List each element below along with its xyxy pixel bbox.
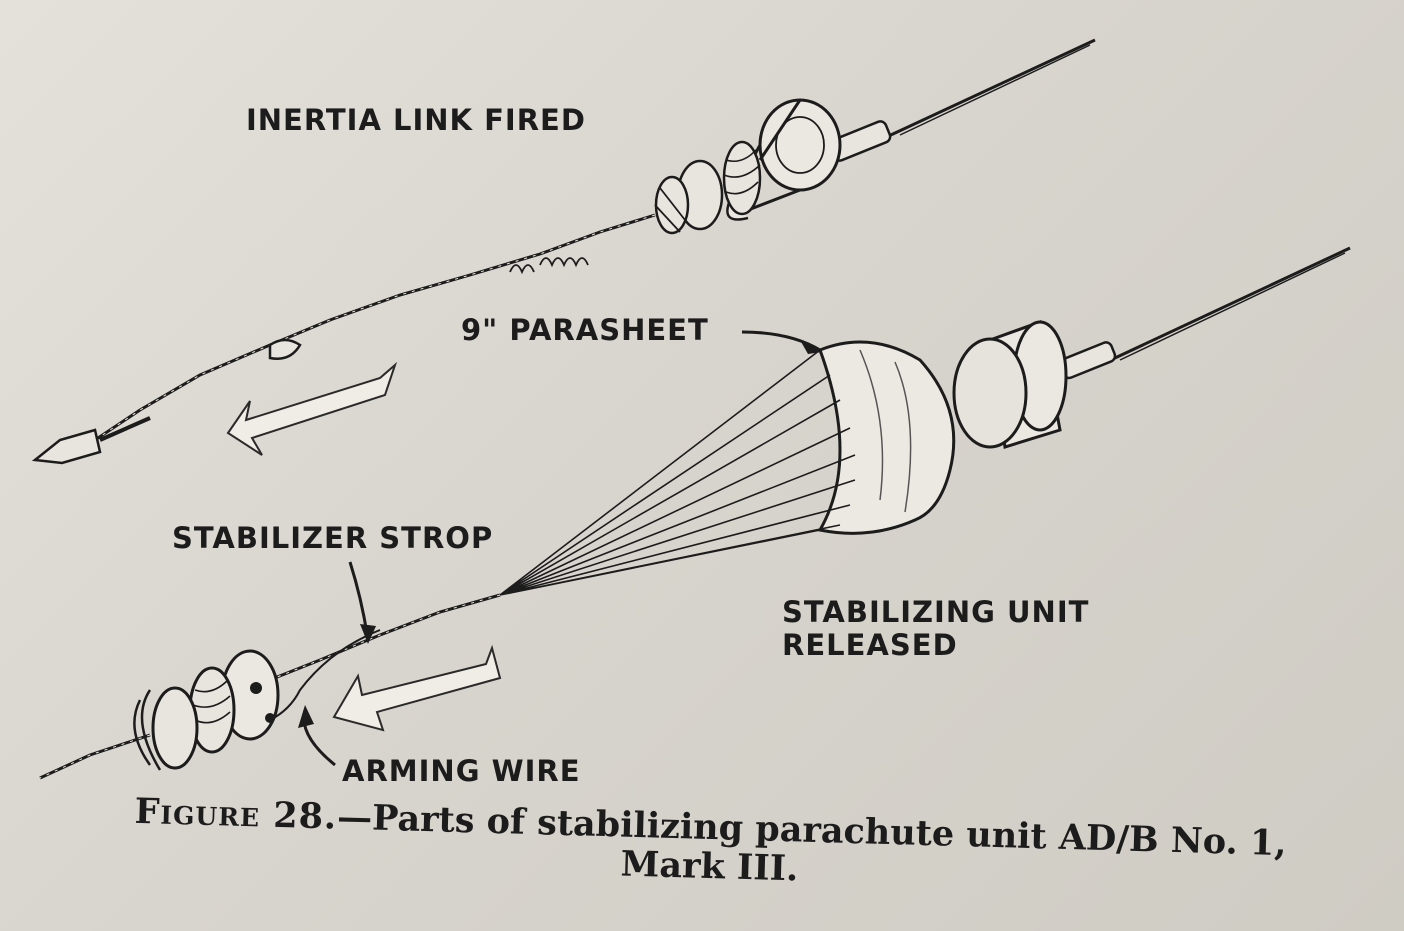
- label-stabilizing-unit-line1: STABILIZING UNIT: [782, 595, 1090, 629]
- stabilizer-strop-cable: [261, 593, 501, 721]
- parachute-unit-diagram: [31, 38, 1351, 780]
- label-stabilizing-unit-line2: RELEASED: [782, 628, 958, 663]
- label-inertia-link: INERTIA LINK FIRED: [246, 103, 586, 137]
- figure-caption: Figure 28.—Parts of stabilizing parachut…: [39, 789, 1381, 905]
- label-arming-wire: ARMING WIRE: [342, 754, 581, 788]
- label-stabilizing-unit: STABILIZING UNIT RELEASED: [782, 595, 1090, 663]
- parachute-canopy: [499, 340, 956, 596]
- caption-figure-number: Figure 28.: [134, 790, 338, 838]
- label-parasheet: 9" PARASHEET: [461, 313, 709, 347]
- label-stabilizer-strop: STABILIZER STROP: [172, 521, 494, 555]
- lower-drum-unit: [39, 649, 280, 780]
- motion-arrow-icon: [226, 361, 398, 456]
- upper-drum-unit: [654, 98, 842, 235]
- leader-arrows: [298, 330, 822, 767]
- motion-arrow-icon: [332, 644, 502, 732]
- released-drum-unit: [952, 246, 1351, 449]
- upper-cable-assembly: [31, 38, 1096, 465]
